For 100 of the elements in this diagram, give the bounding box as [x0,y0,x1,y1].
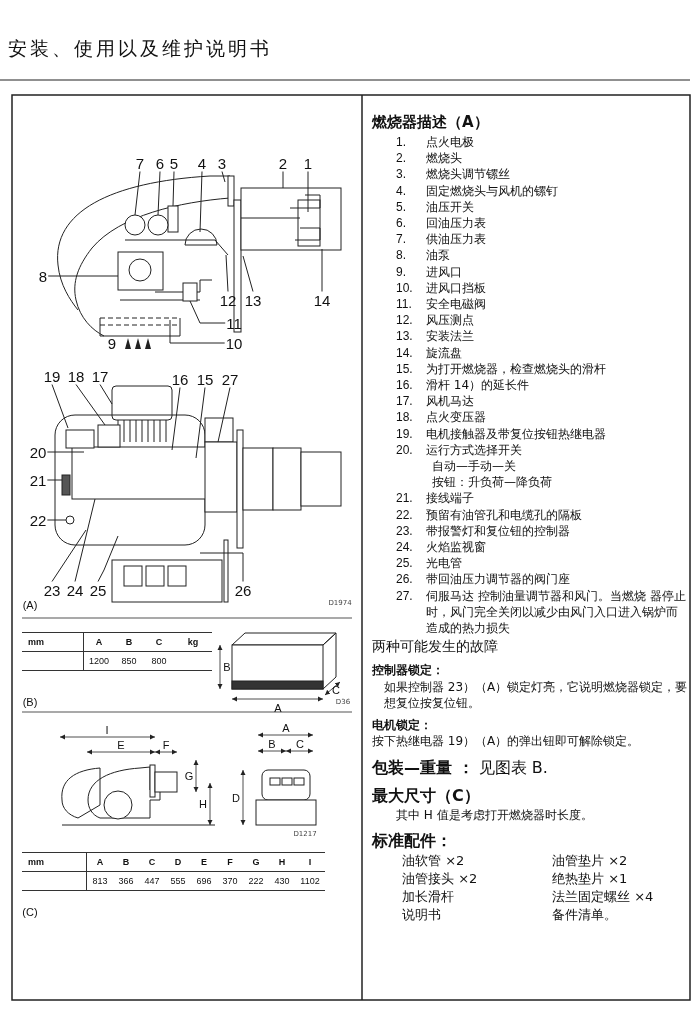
table-header: D [165,852,191,872]
table-value: 1102 [295,871,325,891]
dimension-label: D [232,792,240,804]
dimension-label: C [332,684,340,696]
list-item-text: 安全电磁阀 [426,296,487,313]
list-number: 5. [396,198,407,215]
list-number: 7. [396,231,407,248]
paragraph: 如果控制器 23）（A）锁定灯亮，它说明燃烧器锁定，要想复位按复位钮。 [383,678,688,711]
list-number: 16. [396,377,414,394]
list-item-text: 按钮：升负荷—降负荷 [431,474,553,491]
list-item-text: 滑杆 14）的延长件 [426,377,531,394]
list-number: 6. [396,215,407,232]
list-number: 11. [396,296,413,313]
table-header: E [191,852,217,872]
callout-number: 9 [107,335,117,351]
page-title: 安装、使用以及维护说明书 [8,36,272,61]
dimension-label: A [274,702,282,714]
table-value: 1200 [83,651,114,671]
list-number: 18. [396,409,414,426]
list-item-text: 点火变压器 [426,409,487,426]
table-header: mm [22,632,84,652]
list-number: 27. [396,587,414,605]
list-item-text: 带回油压力调节器的阀门座 [426,571,571,588]
list-number: 17. [396,393,414,410]
list-item-text: 点火电极 [426,134,475,151]
list-number: 19. [396,425,414,442]
section-heading: 标准配件： [372,829,453,852]
list-item-text: 固定燃烧头与风机的镙钉 [426,182,559,199]
dimension-label: B [223,661,231,673]
accessory-item: 油管垫片 ×2 [552,851,629,870]
list-number: 13. [396,328,414,345]
list-number: 24. [396,539,414,556]
accessory-item: 备件清单。 [552,905,618,924]
list-number: 14. [396,344,414,361]
table-value: 370 [217,871,243,891]
list-item-text: 为打开燃烧器，检查燃烧头的滑杆 [426,360,607,378]
table-header: B [113,852,139,872]
table-value: 696 [191,871,217,891]
list-item-text: 旋流盘 [426,344,463,361]
list-number: 4. [396,182,407,199]
table-header: mm [22,852,87,872]
list-item-text: 带报警灯和复位钮的控制器 [426,522,571,540]
list-number: 10. [396,279,414,297]
list-number: 2. [396,150,407,167]
dimension-label: F [162,739,170,751]
list-number: 1. [396,134,407,151]
table-header: H [269,852,295,872]
section-heading: 包装—重量 ： 见图表 B. [372,757,549,780]
table-header: kg [174,632,212,652]
table-header: G [243,852,269,872]
list-number: 9. [396,263,407,280]
accessory-item: 绝热垫片 ×1 [552,869,629,888]
dimension-label: C [296,738,304,750]
list-item-text: 油压开关 [426,198,475,215]
dimension-label: E [117,739,125,751]
dimension-label: H [199,798,207,810]
table-value: 447 [139,871,165,891]
list-number: 26. [396,571,414,588]
list-item-text: 自动—手动—关 [431,458,517,475]
accessory-item: 加长滑杆 [402,887,455,906]
table-value: 366 [113,871,139,891]
paragraph: 其中 H 值是考虑打开燃烧器时长度。 [395,807,594,824]
subheading: 电机锁定： [372,716,433,734]
section-heading: 最大尺寸（C） [372,785,481,808]
table-header: A [86,852,113,872]
list-number: 21. [396,490,414,507]
dimension-label: B [268,738,276,750]
table-value: 222 [243,871,269,891]
list-item-text: 风机马达 [426,393,475,410]
table-value: 430 [269,871,295,891]
dimension-label: I [105,724,109,736]
list-item-text: 火焰监视窗 [426,539,487,556]
table-value: 800 [144,651,174,671]
list-item-text: 回油压力表 [426,215,487,232]
list-number: 22. [396,506,414,523]
subheading: 控制器锁定： [372,662,445,679]
list-item-text: 光电管 [426,555,463,572]
list-number: 3. [396,166,407,183]
dimension-label: A [282,722,290,734]
list-item-text: 燃烧头调节镙丝 [426,166,511,183]
list-number: 20. [396,441,414,459]
table-value: 555 [165,871,191,891]
paragraph: 按下热继电器 19）（A）的弹出钮即可解除锁定。 [372,733,641,750]
list-item-text: 风压测点 [426,312,475,329]
list-item-text: 运行方式选择开关 [426,441,523,459]
list-number: 12. [396,312,414,329]
list-item-text: 伺服马达 控制油量调节器和风门。当燃烧 器停止时，风门完全关闭以减少由风门入口进入锅炉而造成的热力损失 [426,587,687,637]
dimension-label: G [184,770,194,782]
list-item-text: 供油压力表 [426,231,487,248]
table-header: F [217,852,243,872]
table-header: B [114,632,144,652]
figure-label: (C) [22,906,38,918]
list-number: 15. [396,360,414,378]
table-value: 850 [114,651,144,671]
table-value: 813 [86,871,113,891]
section-heading: 燃烧器描述（A） [372,112,490,132]
list-item-text: 接线端子 [426,490,475,507]
list-item-text: 油泵 [426,247,451,264]
figure-label: (A) [22,599,38,611]
table-header: C [144,632,174,652]
